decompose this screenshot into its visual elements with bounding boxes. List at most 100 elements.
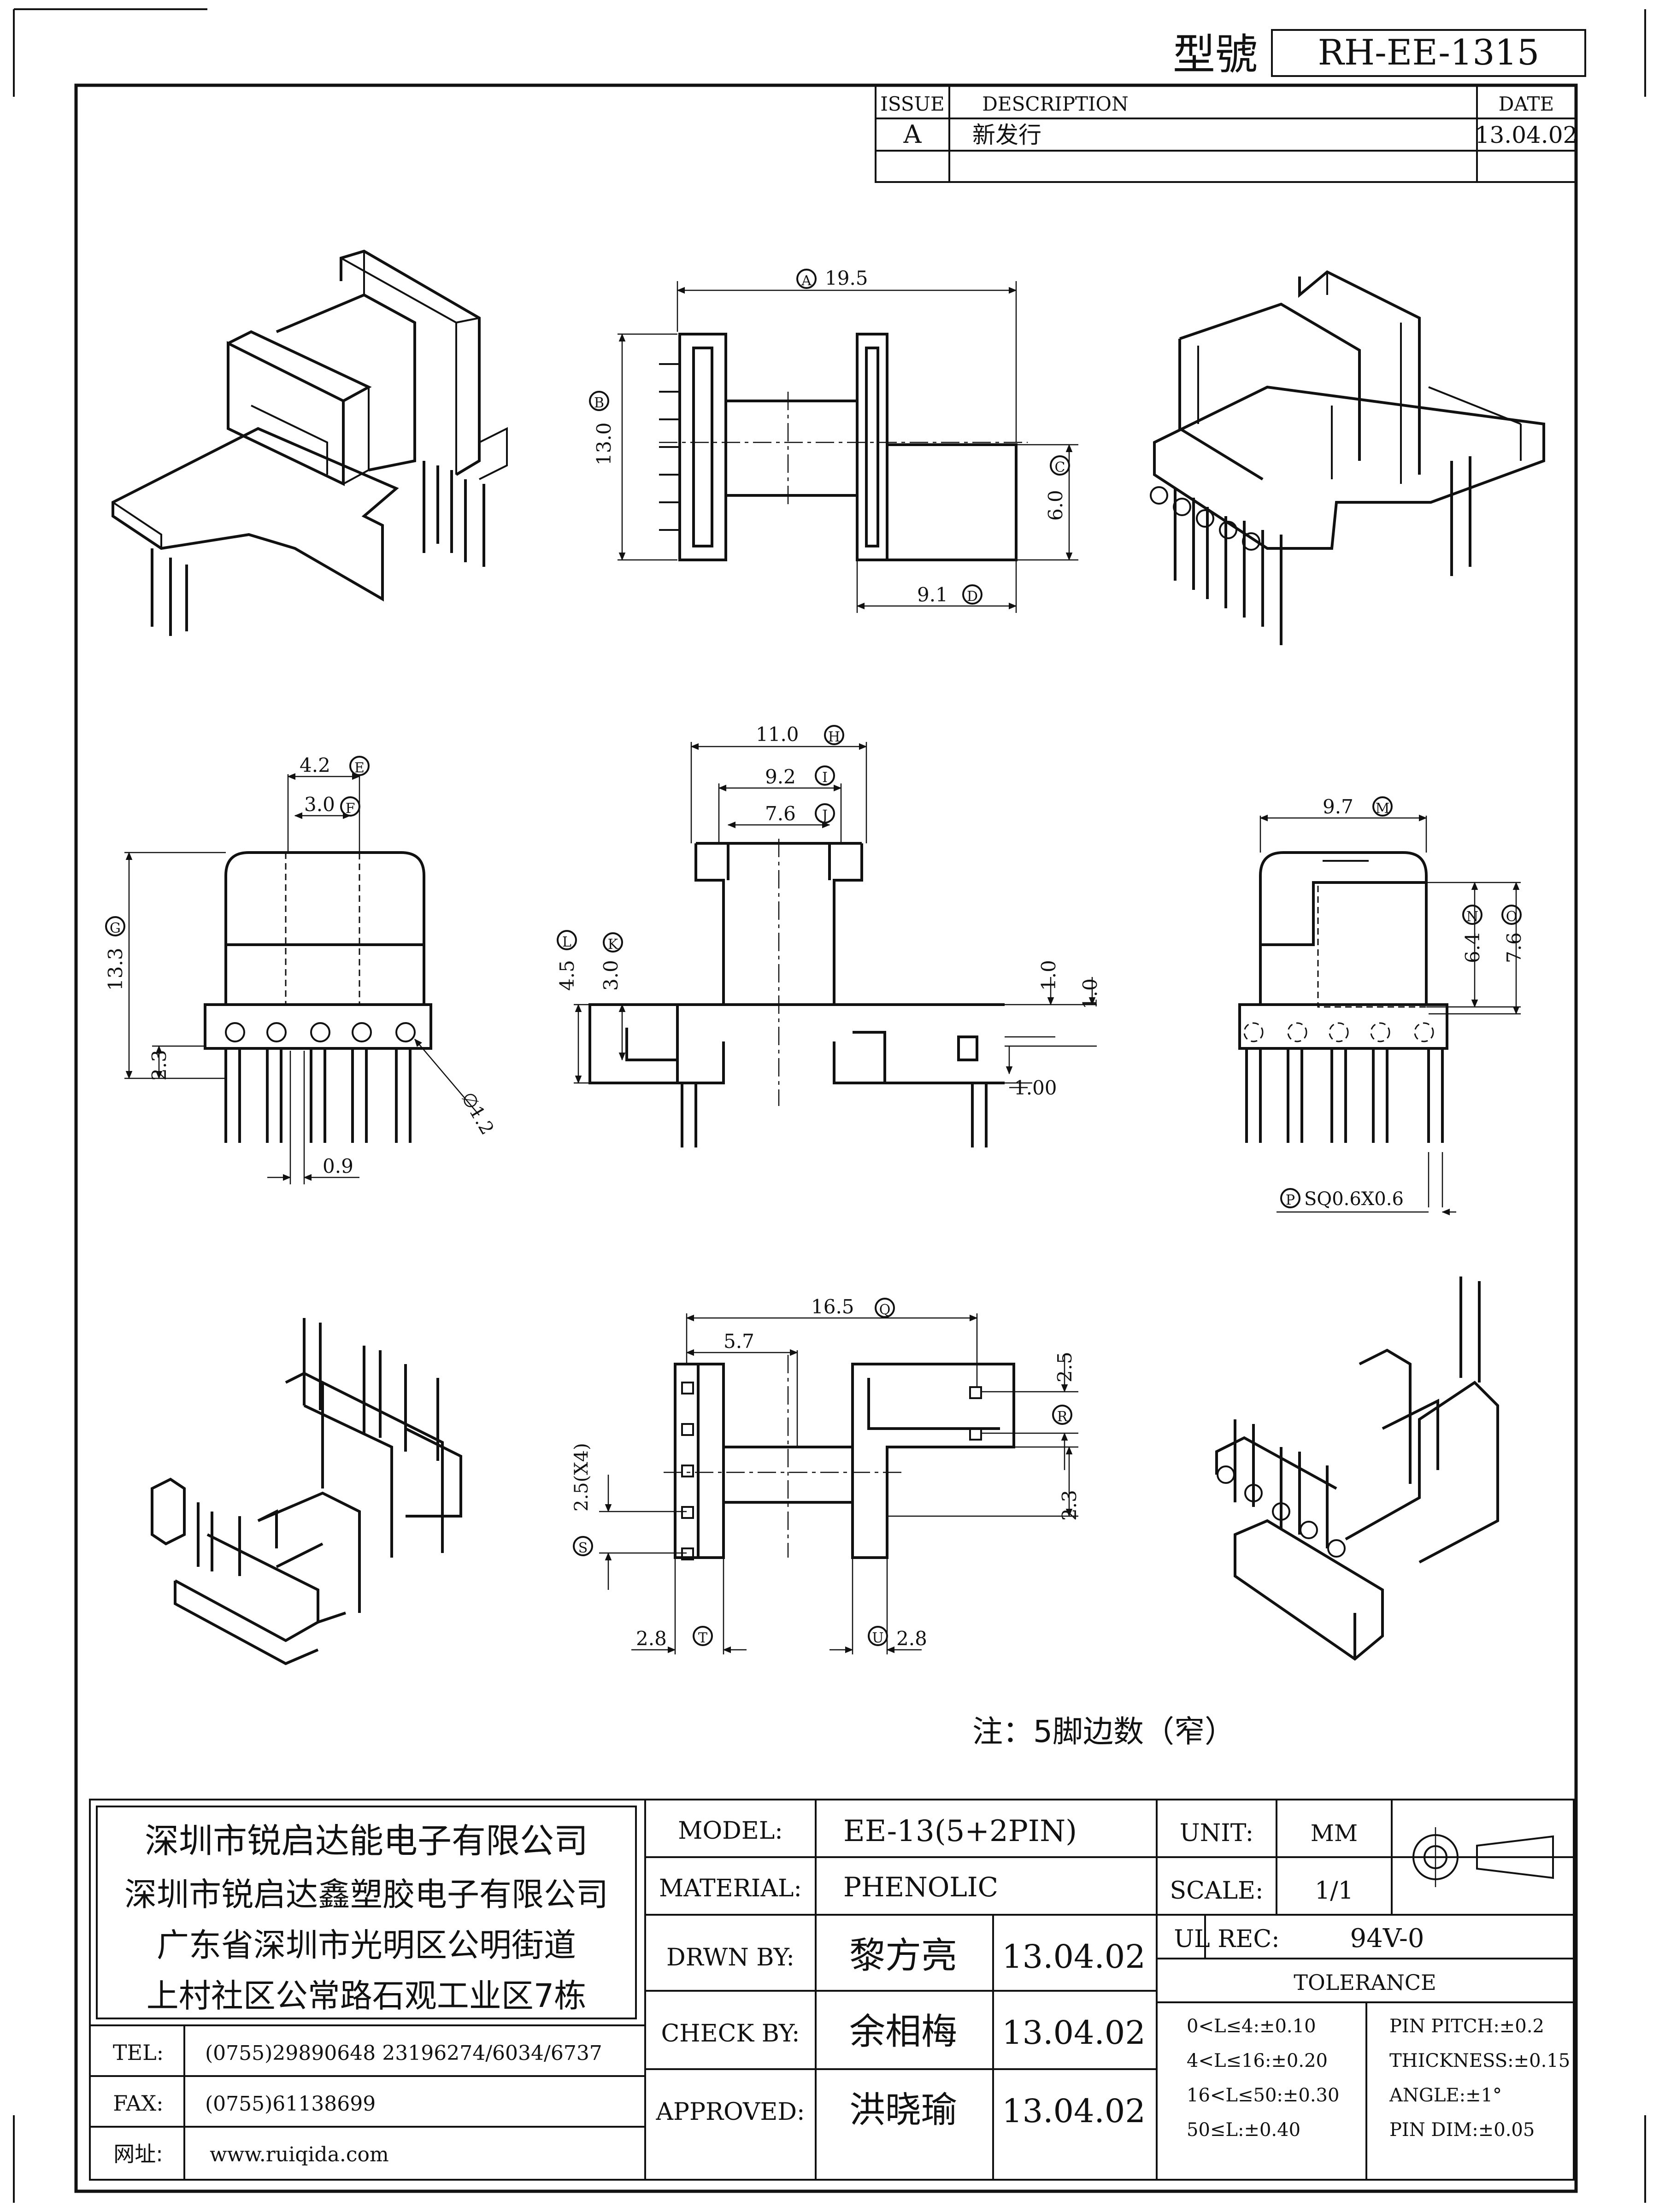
- web-value: www.ruiqida.com: [210, 2143, 389, 2166]
- iso-view-front-right: [1150, 270, 1545, 645]
- label-I: I: [822, 770, 828, 786]
- material-label: MATERIAL:: [659, 1875, 802, 1902]
- dim-D: 9.1: [917, 583, 948, 606]
- title-block: 深圳市锐启达能电子有限公司 深圳市锐启达鑫塑胶电子有限公司 广东省深圳市光明区公…: [89, 1799, 1575, 2181]
- rev-header-issue: ISSUE: [880, 93, 944, 115]
- fax-value: (0755)61138699: [205, 2092, 376, 2116]
- label-J: J: [821, 807, 828, 824]
- rev-header-description: DESCRIPTION: [982, 93, 1129, 115]
- tol-left-2: 16<L≤50:±0.30: [1187, 2085, 1339, 2106]
- approved-by: 洪晓瑜: [849, 2089, 957, 2131]
- approved-label: APPROVED:: [655, 2098, 805, 2126]
- iso-view-rear-right: [1215, 1277, 1499, 1661]
- dim-I: 9.2: [765, 765, 796, 788]
- material-value: PHENOLIC: [843, 1871, 998, 1903]
- model-header: 型號 RH-EE-1315: [1173, 29, 1586, 79]
- iso-view-rear-left: [151, 1318, 462, 1665]
- unit-value: MM: [1311, 1820, 1358, 1847]
- dim-N: 6.4: [1461, 932, 1484, 963]
- dim-pin-width: 0.9: [323, 1155, 353, 1177]
- label-K: K: [608, 936, 618, 953]
- dim-E: 4.2: [300, 754, 330, 777]
- label-S: S: [578, 1540, 588, 1556]
- dim-S: 2.5(X4): [571, 1443, 592, 1512]
- check-label: CHECK BY:: [661, 2020, 800, 2047]
- label-G: G: [110, 920, 121, 936]
- fax-label: FAX:: [113, 2091, 163, 2116]
- model-label: 型號: [1173, 30, 1258, 79]
- ul-value: 94V-0: [1350, 1924, 1424, 1953]
- projection-symbol-icon: [1406, 1827, 1560, 1887]
- label-L: L: [562, 934, 571, 950]
- dim-top-offset: 5.7: [724, 1330, 754, 1353]
- dim-B: 13.0: [593, 422, 615, 465]
- label-E: E: [354, 760, 365, 776]
- dim-right-gap: 2.3: [1058, 1490, 1081, 1521]
- side-view-left: 4.2 E 3.0 F 13.3 G 2.3 ∅1.2 0.9: [104, 754, 498, 1184]
- dim-L: 4.5: [556, 960, 578, 991]
- dim-pin-diameter: ∅1.2: [457, 1088, 498, 1138]
- rev-description: 新发行: [972, 122, 1041, 148]
- label-M: M: [1376, 800, 1390, 817]
- dim-R: 2.5: [1053, 1352, 1076, 1382]
- scale-label: SCALE:: [1170, 1877, 1264, 1905]
- company-line-2: 深圳市锐启达鑫塑胶电子有限公司: [124, 1876, 608, 1913]
- label-H: H: [828, 729, 840, 745]
- label-N: N: [1466, 909, 1478, 925]
- drawn-date: 13.04.02: [1002, 1938, 1146, 1976]
- dim-O: 7.6: [1503, 932, 1525, 963]
- note: 注：5脚边数（窄）: [972, 1714, 1235, 1749]
- label-Q: Q: [879, 1302, 891, 1318]
- dim-gap: 1.00: [1014, 1077, 1057, 1099]
- tol-right-2: ANGLE:±1°: [1389, 2085, 1502, 2106]
- dim-K: 3.0: [600, 960, 622, 991]
- model-field-label: MODEL:: [678, 1817, 783, 1845]
- company-line-3: 广东省深圳市光明区公明街道: [157, 1926, 576, 1964]
- top-view: 19.5 A 13.0 B 6.0 C 9.1 D: [589, 267, 1078, 613]
- dim-H: 11.0: [756, 723, 799, 746]
- dim-M: 9.7: [1323, 795, 1353, 818]
- revision-table: ISSUE DESCRIPTION DATE A 新发行 13.04.02: [875, 84, 1578, 183]
- web-label: 网址:: [113, 2141, 163, 2166]
- rev-date: 13.04.02: [1475, 122, 1578, 148]
- tol-left-1: 4<L≤16:±0.20: [1187, 2050, 1328, 2071]
- dim-Q: 16.5: [811, 1295, 854, 1318]
- dim-C: 6.0: [1044, 490, 1067, 521]
- side-view-right: 9.7 M 6.4 N 7.6 O P SQ0.6X0.6: [1238, 795, 1525, 1216]
- label-P: P: [1286, 1192, 1295, 1208]
- check-date: 13.04.02: [1002, 2014, 1146, 2052]
- ul-label: UL REC:: [1174, 1925, 1279, 1953]
- rev-header-date: DATE: [1499, 93, 1554, 115]
- scale-value: 1/1: [1315, 1877, 1353, 1905]
- dim-pin-row: 2.3: [148, 1050, 171, 1081]
- dim-U: 2.8: [896, 1627, 927, 1650]
- company-line-1: 深圳市锐启达能电子有限公司: [145, 1821, 588, 1861]
- dim-J: 7.6: [765, 802, 796, 825]
- rev-issue: A: [903, 120, 922, 149]
- tol-right-1: THICKNESS:±0.15: [1389, 2050, 1570, 2071]
- label-C: C: [1055, 459, 1065, 476]
- unit-label: UNIT:: [1180, 1819, 1253, 1847]
- tolerance-label: TOLERANCE: [1294, 1970, 1436, 1995]
- side-view-center: 11.0 H 9.2 I 7.6 J 4.5 L 3.0 K 1.0 1.0 1…: [556, 723, 1101, 1147]
- approved-date: 13.04.02: [1002, 2092, 1146, 2130]
- tol-left-0: 0<L≤4:±0.10: [1187, 2016, 1316, 2037]
- drawing-frame: [13, 8, 1646, 2203]
- company-line-4: 上村社区公常路石观工业区7栋: [147, 1977, 587, 2015]
- tel-label: TEL:: [113, 2040, 164, 2065]
- bottom-pins: [681, 1382, 982, 1560]
- label-D: D: [967, 588, 978, 605]
- dim-A: 19.5: [825, 267, 868, 289]
- label-F: F: [346, 800, 355, 817]
- drawn-label: DRWN BY:: [666, 1944, 794, 1971]
- dim-flange-1: 1.0: [1037, 960, 1060, 991]
- bottom-view: 16.5 Q 5.7 2.5 R 2.3 2.5(X4) S 2.8 T U 2…: [571, 1295, 1081, 1654]
- tol-right-3: PIN DIM:±0.05: [1389, 2119, 1535, 2141]
- dim-T: 2.8: [636, 1627, 667, 1650]
- iso-view-front-left: [112, 249, 508, 636]
- model-number: RH-EE-1315: [1318, 32, 1540, 73]
- label-R: R: [1057, 1409, 1068, 1425]
- label-U: U: [872, 1630, 883, 1646]
- label-O: O: [1506, 909, 1518, 925]
- dim-G: 13.3: [104, 947, 127, 991]
